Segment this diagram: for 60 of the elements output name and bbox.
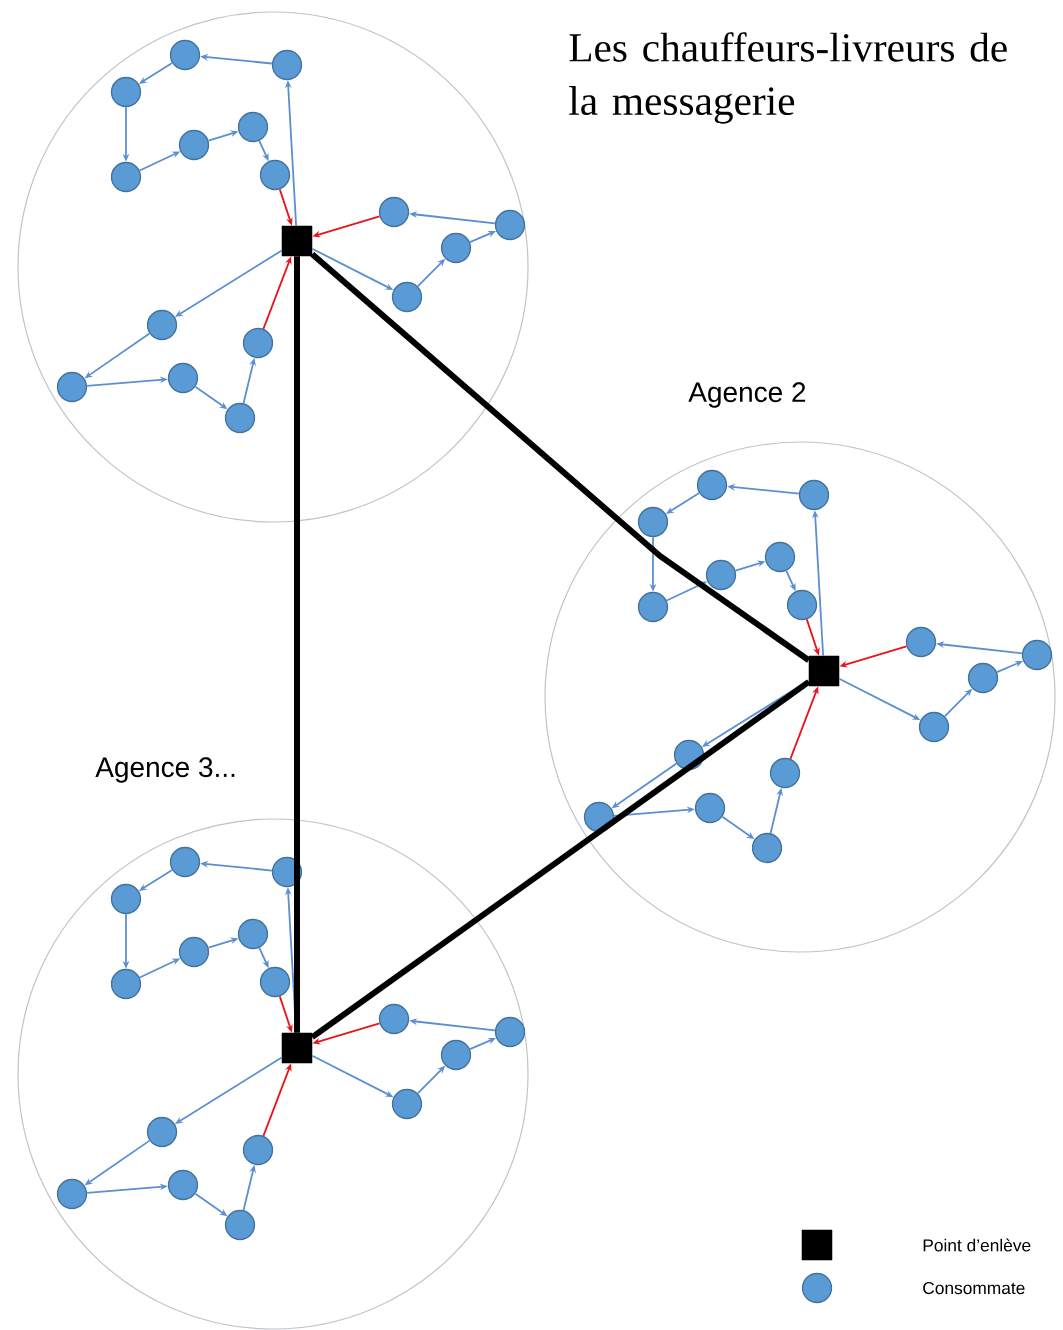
route-line (310, 679, 811, 1040)
customer-dot (378, 1003, 410, 1035)
customer-dot (769, 757, 801, 789)
customer-dot (378, 196, 410, 228)
customer-dot (178, 129, 210, 161)
service-area-circle (17, 11, 529, 523)
customer-dot (751, 832, 783, 864)
customer-dot (110, 161, 142, 193)
customer-dot (169, 846, 201, 878)
pickup-point-square (281, 225, 313, 257)
customer-dot (242, 1134, 274, 1166)
customer-dot (440, 1039, 472, 1071)
customer-dot (242, 327, 274, 359)
customer-dot (918, 711, 950, 743)
route-line (310, 251, 811, 663)
customer-dot (146, 309, 178, 341)
customer-dot (637, 591, 669, 623)
customer-dot (786, 589, 818, 621)
legend-label: Consommate (923, 1281, 1025, 1295)
customer-dot (694, 792, 726, 824)
customer-dot (224, 402, 256, 434)
customer-dot (259, 966, 291, 998)
customer-dot (110, 968, 142, 1000)
customer-dot (705, 559, 737, 591)
customer-dot (110, 76, 142, 108)
customer-dot (696, 469, 728, 501)
area-label: Agence 2 (688, 382, 806, 408)
customer-dot (169, 39, 201, 71)
customer-dot (583, 801, 615, 833)
customer-dot (494, 209, 526, 241)
customer-dot (237, 111, 269, 143)
customer-dot (673, 739, 705, 771)
customer-dot (271, 49, 303, 81)
customer-dot (146, 1116, 178, 1148)
customer-dot (178, 936, 210, 968)
customer-dot (237, 918, 269, 950)
customer-dot (391, 1088, 423, 1120)
customer-dot (494, 1016, 526, 1048)
customer-dot (224, 1209, 256, 1241)
customer-dot (440, 232, 472, 264)
customer-dot (167, 1169, 199, 1201)
customer-dot (259, 159, 291, 191)
customer-dot (56, 1178, 88, 1210)
title: Les chauffeurs-livreurs de la messagerie (569, 32, 1007, 124)
route-line (294, 256, 300, 1033)
customer-dot (56, 371, 88, 403)
customer-dot (391, 281, 423, 313)
legend-label: Point d’enlève (923, 1238, 1031, 1252)
customer-dot (905, 626, 937, 658)
customer-dot (167, 362, 199, 394)
pickup-point-square (808, 655, 840, 687)
pickup-point-square (281, 1032, 313, 1064)
area-label: Agence 3... (95, 757, 235, 783)
customer-dot (764, 541, 796, 573)
customer-dot (967, 662, 999, 694)
customer-dot (110, 883, 142, 915)
customer-dot (637, 506, 669, 538)
customer-dot (798, 479, 830, 511)
customer-dot (271, 856, 303, 888)
customer-dot (1021, 639, 1053, 671)
